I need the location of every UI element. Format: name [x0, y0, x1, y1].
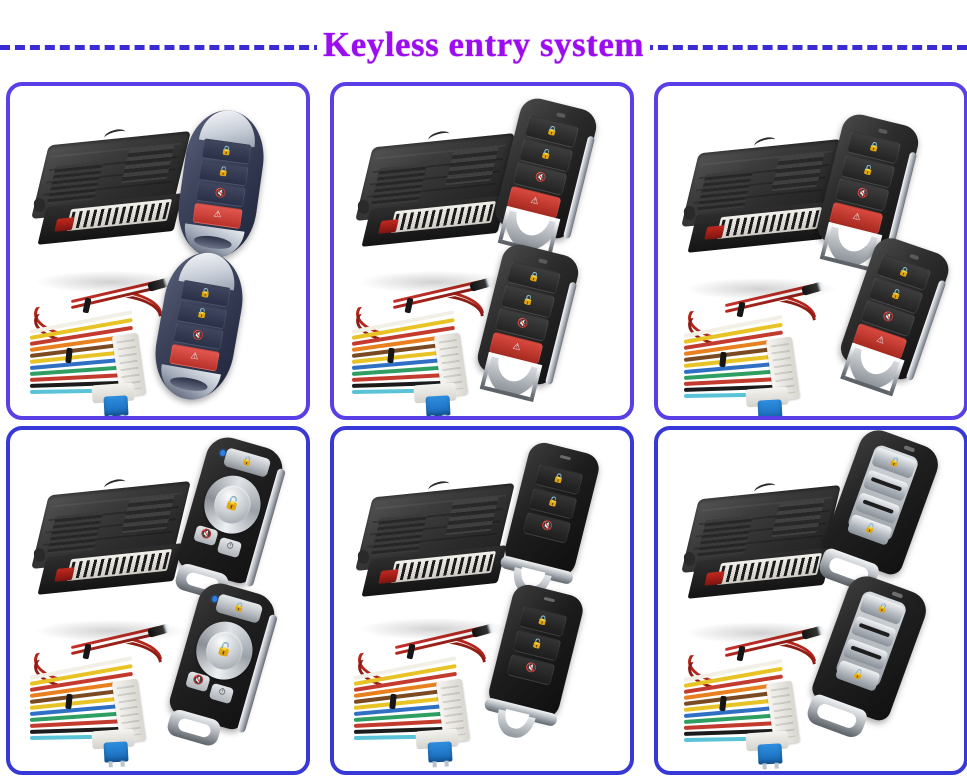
cable-tie-bundle — [719, 351, 727, 368]
remote-key-fob[interactable]: 🔒 🔓 — [810, 430, 947, 602]
wire-harness — [353, 623, 519, 763]
cable-tie-bundle — [65, 347, 73, 364]
wire-harness — [683, 625, 849, 765]
panel-2-scene: 🔒 🔓 🔇 ⚠ 🔒 🔓 🔇 ⚠ — [334, 86, 630, 416]
remote-key-fob[interactable]: 🔒 🔓 🔇 ⚠ — [485, 94, 603, 260]
remote-key-fob[interactable]: 🔒 🔓 🔇 — [493, 439, 605, 603]
product-panel-5[interactable]: 🔒 🔓 🔇 🔒 🔓 🔇 — [330, 426, 634, 775]
wire-bundle — [29, 310, 170, 416]
remote-key-fob[interactable]: 🔒 🔓 🔇 ⚠ — [147, 246, 251, 406]
blade-fuse — [757, 743, 783, 765]
box-vent-right — [121, 494, 175, 534]
wire-bundle — [683, 314, 824, 416]
box-vent-right — [445, 496, 499, 536]
remote-key-fob[interactable]: 🔒 🔓 🔇 ⏱ — [166, 432, 291, 609]
cable-tie-bundle — [65, 693, 73, 710]
product-panel-1[interactable]: 🔒 🔓 🔇 ⚠ 🔒 🔓 🔇 ⚠ — [6, 82, 310, 420]
remote-key-fob[interactable]: 🔒 🔓 🔇 ⚠ — [467, 240, 585, 406]
panel-4-scene: 🔒 🔓 🔇 ⏱ 🔒 🔓 🔇 ⏱ — [10, 430, 306, 771]
remote-key-fob[interactable]: 🔒 🔓 🔇 ⚠ — [172, 105, 270, 263]
product-panel-2[interactable]: 🔒 🔓 🔇 ⚠ 🔒 🔓 🔇 ⚠ — [330, 82, 634, 420]
box-vent-right — [771, 152, 825, 192]
product-panel-6[interactable]: 🔒 🔓 🔒 🔓 — [654, 426, 967, 775]
product-panel-3[interactable]: 🔒 🔓 🔇 ⚠ 🔒 🔓 🔇 ⚠ — [654, 82, 967, 420]
wire-bundle — [29, 656, 170, 763]
control-box — [681, 481, 841, 603]
panel-grid: 🔒 🔓 🔇 ⚠ 🔒 🔓 🔇 ⚠ — [0, 78, 967, 779]
control-box — [31, 127, 191, 249]
wire-harness — [351, 277, 517, 416]
panel-5-scene: 🔒 🔓 🔇 🔒 🔓 🔇 — [334, 430, 630, 771]
remote-key-fob[interactable]: 🔒 🔓 🔇 — [477, 581, 589, 745]
cable-tie-bundle — [389, 693, 397, 710]
wire-harness — [29, 623, 195, 763]
control-box — [31, 477, 191, 599]
box-vent-right — [771, 498, 825, 538]
blade-fuse — [427, 741, 453, 763]
box-vent-right — [121, 144, 175, 184]
wire-bundle — [353, 656, 494, 763]
remote-key-fob[interactable]: 🔒 🔓 🔇 ⏱ — [158, 578, 283, 755]
fob-button-group: 🔒 🔓 🔇 ⚠ — [191, 138, 253, 230]
cable-tie-bundle — [719, 695, 727, 712]
product-panel-4[interactable]: 🔒 🔓 🔇 ⏱ 🔒 🔓 🔇 ⏱ — [6, 426, 310, 775]
page-title-text: Keyless entry system — [316, 25, 651, 64]
panel-3-scene: 🔒 🔓 🔇 ⚠ 🔒 🔓 🔇 ⚠ — [658, 86, 964, 416]
page-title: Keyless entry system — [0, 24, 967, 66]
cable-tie-bundle — [387, 347, 395, 364]
blade-fuse — [103, 741, 129, 763]
wire-harness — [683, 281, 849, 416]
blade-fuse — [757, 399, 783, 416]
page-header: Keyless entry system — [0, 0, 967, 78]
panel-1-scene: 🔒 🔓 🔇 ⚠ 🔒 🔓 🔇 ⚠ — [10, 86, 306, 416]
blade-fuse — [103, 395, 129, 416]
control-box — [355, 479, 515, 601]
box-vent-right — [445, 146, 499, 186]
blade-fuse — [425, 395, 451, 416]
panel-6-scene: 🔒 🔓 🔒 🔓 — [658, 430, 964, 771]
